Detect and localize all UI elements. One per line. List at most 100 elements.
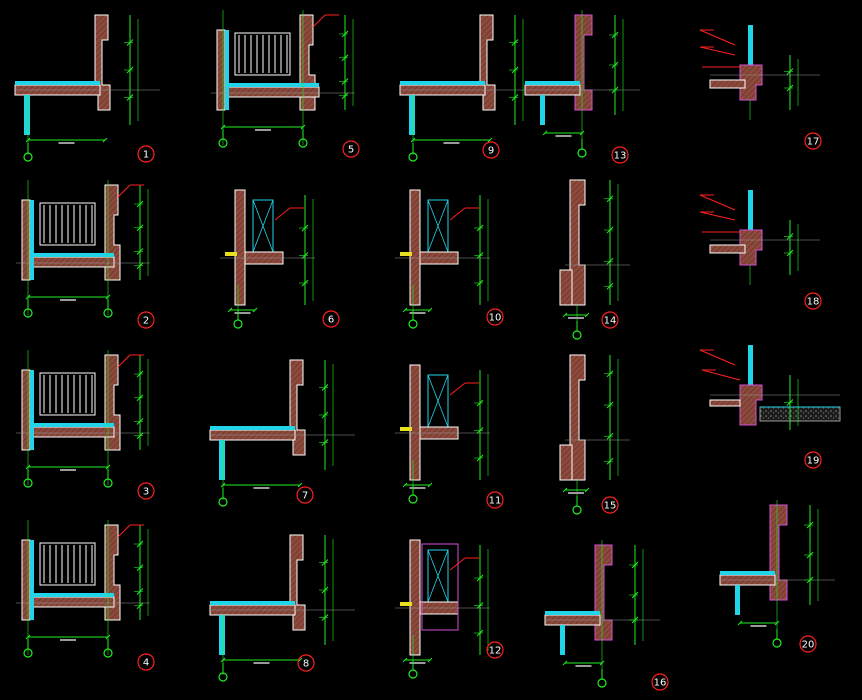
leader-line: [699, 349, 736, 366]
floor-slab: [709, 244, 746, 254]
dimension-tick: [402, 307, 408, 313]
glass-pane: [748, 345, 753, 385]
leader-line: [312, 14, 326, 28]
detail-number-circle: [611, 146, 629, 164]
detail-13: 13: [524, 10, 640, 164]
waterproof-layer: [545, 611, 600, 615]
dimension-tick: [220, 124, 226, 130]
detail-number-circle: [799, 635, 817, 653]
detail-number-label: 20: [802, 640, 815, 651]
parapet-wall: [289, 534, 306, 631]
glass-pane: [219, 440, 225, 480]
level-marker: [400, 602, 412, 606]
railing-frame: [234, 32, 291, 76]
dimension-tick: [774, 620, 780, 626]
detail-8: 8: [209, 534, 355, 682]
detail-3: 3: [16, 350, 155, 500]
axis-bubble: [408, 494, 418, 504]
glass-pane: [225, 30, 229, 110]
floor-slab: [21, 426, 115, 438]
parapet-wall: [574, 14, 593, 111]
wall-base: [559, 269, 573, 306]
axis-bubble: [23, 308, 33, 318]
detail-number-circle: [137, 145, 155, 163]
parapet-wall: [769, 504, 788, 601]
detail-number-label: 12: [489, 646, 502, 657]
floor-slab: [21, 596, 115, 608]
dimension-text-mark: [58, 142, 75, 144]
glass-pane: [735, 585, 740, 615]
dimension-text-mark: [409, 312, 426, 314]
detail-number-label: 11: [489, 496, 502, 507]
detail-number-circle: [804, 292, 822, 310]
glass-pane: [560, 625, 565, 655]
detail-4: 4: [16, 520, 155, 671]
axis-bubble: [298, 138, 308, 148]
dimension-tick: [402, 482, 408, 488]
insulation-outline: [421, 543, 459, 631]
leader-line: [117, 524, 131, 538]
parapet-wall: [94, 14, 111, 111]
leader-line: [701, 369, 741, 381]
dimension-tick: [297, 482, 303, 488]
dimension-tick: [410, 137, 416, 143]
axis-bubble: [408, 152, 418, 162]
detail-20: 20: [719, 500, 835, 653]
dimension-tick: [227, 307, 233, 313]
detail-number-circle: [651, 673, 669, 691]
wall-section: [739, 384, 763, 426]
railing-frame: [39, 542, 96, 586]
detail-number-label: 19: [807, 456, 820, 467]
dimension-text-mark: [568, 317, 584, 319]
dimension-tick: [584, 312, 590, 318]
dimension-tick: [562, 312, 568, 318]
axis-bubble: [103, 478, 113, 488]
axis-bubble: [23, 648, 33, 658]
dimension-tick: [487, 137, 493, 143]
window-glass-cross: [427, 199, 449, 253]
waterproof-layer: [400, 81, 485, 85]
dimension-text-mark: [253, 662, 270, 664]
leader-line: [699, 194, 736, 211]
detail-number-label: 13: [614, 151, 627, 162]
parapet-wall: [594, 544, 613, 641]
dimension-tick: [25, 294, 31, 300]
glass-pane: [30, 540, 34, 620]
glass-pane: [30, 200, 34, 280]
detail-1: 1: [14, 14, 160, 163]
glass-pane: [30, 370, 34, 450]
dimension-text-mark: [60, 469, 76, 471]
axis-bubble: [577, 148, 587, 158]
railing-frame: [39, 372, 96, 416]
dimension-text-mark: [60, 299, 76, 301]
waterproof-layer: [525, 81, 580, 85]
leader-line: [699, 211, 736, 221]
dimension-tick: [542, 130, 548, 136]
detail-number-circle: [486, 491, 504, 509]
dimension-text-mark: [234, 312, 251, 314]
detail-19: 19: [699, 345, 841, 469]
level-marker: [400, 427, 412, 431]
detail-number-circle: [482, 141, 500, 159]
wall-section: [234, 189, 246, 306]
detail-number-label: 4: [143, 658, 149, 669]
axis-bubble: [408, 669, 418, 679]
leader-line: [274, 207, 291, 221]
dimension-text-mark: [555, 135, 572, 137]
leader-line: [449, 382, 466, 396]
glass-pane: [540, 95, 545, 125]
axis-bubble: [572, 505, 582, 515]
axis-bubble: [218, 138, 228, 148]
wall-section: [409, 189, 421, 306]
detail-number-label: 3: [143, 487, 149, 498]
detail-number-label: 6: [328, 315, 334, 326]
detail-6: 6: [220, 189, 340, 329]
axis-bubble: [23, 152, 33, 162]
left-column: [21, 539, 31, 621]
parapet-wall: [289, 359, 306, 456]
left-column: [21, 199, 31, 281]
railing-frame: [39, 202, 96, 246]
wall-section: [409, 539, 421, 656]
detail-number-circle: [296, 486, 314, 504]
dimension-tick: [220, 482, 226, 488]
